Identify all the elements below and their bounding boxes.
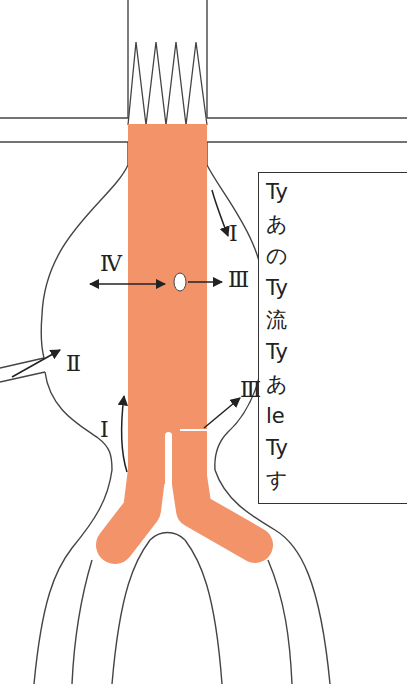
callout-number: Ⅳ	[100, 252, 122, 276]
callout-number: Ⅲ	[228, 268, 249, 292]
bare-stent	[128, 42, 207, 125]
callout-number: Ⅰ	[229, 222, 238, 246]
callout-number: Ⅱ	[66, 352, 81, 376]
stent-graft	[115, 124, 255, 545]
endoleak-arrow	[12, 190, 240, 472]
callout-number: Ⅰ	[100, 418, 109, 442]
callout-number: Ⅲ	[240, 378, 261, 402]
box-text: Ty あ の Ty 流 Ty あ le Ty す	[266, 176, 293, 496]
text-box: Ty あ の Ty 流 Ty あ le Ty す	[258, 172, 407, 504]
